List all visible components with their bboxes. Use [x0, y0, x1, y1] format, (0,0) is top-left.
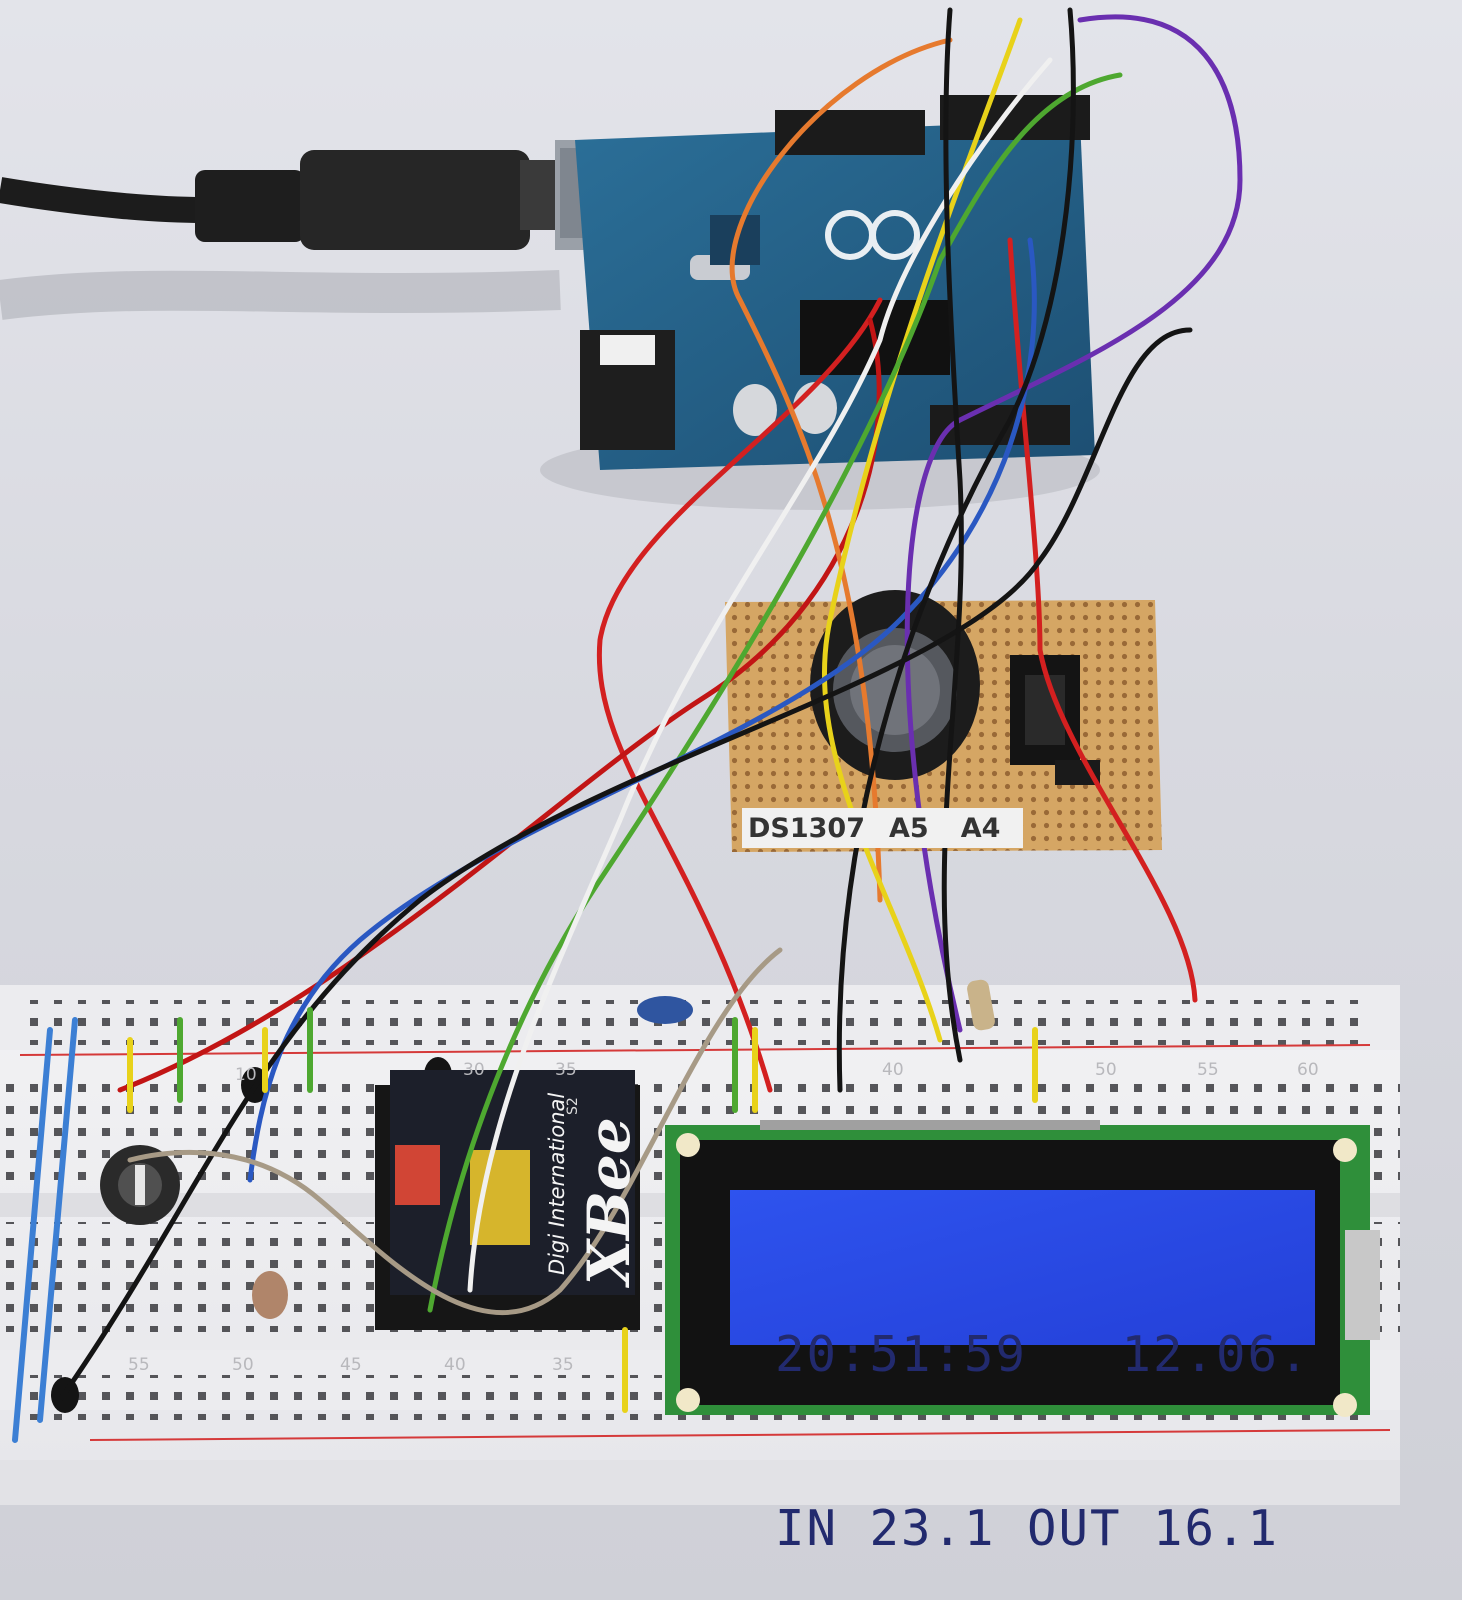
- breadboard-number: 55: [1197, 1060, 1219, 1080]
- wire-black-1: [941, 7, 964, 1063]
- breadboard-number: 30: [463, 1060, 485, 1080]
- ceramic-capacitor: [252, 1271, 288, 1319]
- breadboard-number: 55: [128, 1355, 150, 1375]
- resistor: [967, 979, 995, 1031]
- lcd-line-1: 20:51:59 12.06.: [775, 1326, 1311, 1383]
- wire-orange: [729, 37, 953, 903]
- breadboard-number: 35: [555, 1060, 577, 1080]
- usb-cable: [0, 140, 670, 250]
- xbee-brand-line: Digi International: [545, 1092, 569, 1275]
- xbee-product-name: XBee: [575, 1117, 643, 1285]
- wire-white: [467, 57, 1053, 1293]
- xbee-module: [375, 1070, 640, 1330]
- rtc-pin1-label: A5: [889, 812, 929, 844]
- breadboard-number: 10: [235, 1065, 257, 1085]
- rtc-pin2-label: A4: [960, 812, 1001, 844]
- cable-shadow: [0, 270, 561, 320]
- wire-blue-short-1: [12, 1027, 53, 1443]
- breadboard-number: 35: [552, 1355, 574, 1375]
- jumper-wires: [12, 7, 1243, 1443]
- blue-capacitor: [637, 996, 693, 1024]
- xbee-series: S2: [565, 1097, 581, 1115]
- wire-brown: [127, 947, 783, 1316]
- wire-black-3: [836, 7, 1076, 1093]
- breadboard-number: 40: [882, 1060, 904, 1080]
- xbee-branding: Digi International XBee S2: [505, 1093, 665, 1285]
- lcd-module: [665, 1120, 1380, 1417]
- breadboard-number: 45: [340, 1355, 362, 1375]
- rtc-board-label: DS1307 A5 A4: [742, 808, 1023, 848]
- lcd-screen-text: 20:51:59 12.06. IN 23.1 OUT 16.1: [775, 1210, 1315, 1557]
- rtc-part-label: DS1307: [748, 812, 866, 844]
- wire-black-2: [57, 327, 1193, 1403]
- wire-green: [427, 72, 1123, 1313]
- breadboard-number: 60: [1297, 1060, 1319, 1080]
- wire-red-2: [596, 297, 883, 1093]
- lcd-line-2: IN 23.1 OUT 16.1: [775, 1500, 1280, 1557]
- wire-blue-short-2: [37, 1017, 78, 1423]
- wire-purple: [904, 14, 1243, 1033]
- arduino-board: [575, 95, 1095, 470]
- potentiometer: [100, 1145, 180, 1225]
- breadboard-number: 50: [1095, 1060, 1117, 1080]
- breadboard-number: 40: [444, 1355, 466, 1375]
- breadboard-number: 50: [232, 1355, 254, 1375]
